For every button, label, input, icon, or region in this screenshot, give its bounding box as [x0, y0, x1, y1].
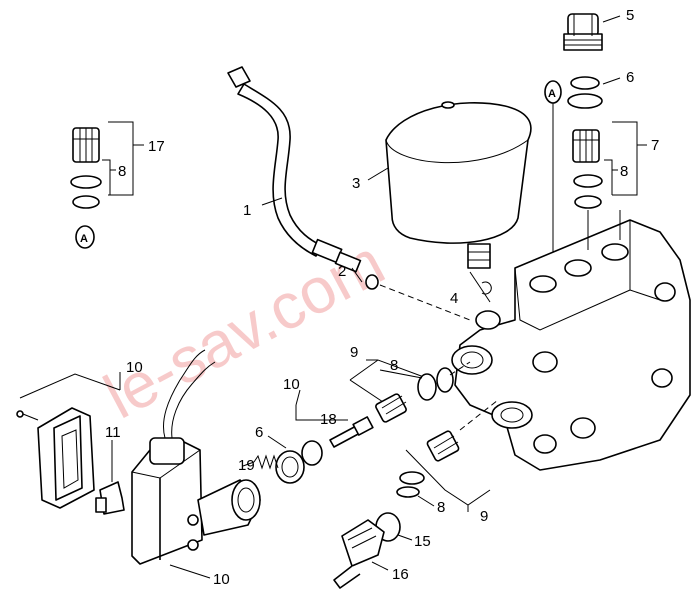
part-17-filter-cartridge — [72, 127, 100, 163]
part-19-spring — [253, 454, 279, 470]
marker-a-top: A — [544, 80, 562, 104]
label-11: 11 — [105, 424, 121, 441]
label-6-top: 6 — [626, 69, 634, 86]
part-8-rings-right — [573, 174, 603, 209]
part-6-seal-rings-top — [567, 76, 603, 109]
label-1: 1 — [243, 202, 251, 219]
svg-text:A: A — [548, 88, 556, 100]
label-8-right: 8 — [620, 163, 628, 180]
label-10-middle: 10 — [283, 376, 300, 393]
label-17: 17 — [148, 138, 165, 155]
label-3: 3 — [352, 175, 360, 192]
part-5-plug — [563, 13, 603, 51]
label-5: 5 — [626, 7, 634, 24]
part-7-filter-cartridge — [572, 129, 600, 163]
label-10-upper: 10 — [126, 359, 143, 376]
label-8-left: 8 — [118, 163, 126, 180]
label-19: 19 — [238, 457, 255, 474]
marker-a-left: A — [75, 225, 95, 249]
part-16-nipple-fitting — [333, 519, 385, 589]
pump-head-block — [451, 219, 691, 471]
label-10-lower: 10 — [213, 571, 230, 588]
part-6-seal-rings-middle — [275, 440, 323, 484]
label-18: 18 — [320, 411, 337, 428]
part-9-valve-lower — [426, 430, 460, 462]
part-2-o-ring — [365, 274, 379, 290]
part-18-piston — [329, 416, 374, 448]
label-9-upper: 9 — [350, 344, 358, 361]
part-11-terminal — [95, 481, 125, 515]
svg-text:A: A — [80, 233, 88, 245]
part-8-ring-middle — [417, 367, 454, 401]
label-8-lower: 8 — [437, 499, 445, 516]
label-9-lower: 9 — [480, 508, 488, 525]
part-8-rings-left — [70, 175, 102, 209]
part-8-ring-lower — [396, 471, 425, 498]
label-16: 16 — [392, 566, 409, 583]
part-10-switch-housing — [131, 349, 261, 565]
label-8-middle: 8 — [390, 357, 398, 374]
part-1-hose — [227, 66, 362, 273]
part-10-cover-plate — [16, 407, 95, 509]
label-7: 7 — [651, 137, 659, 154]
label-4: 4 — [450, 290, 458, 307]
part-9-valve-upper — [375, 393, 407, 423]
label-2: 2 — [338, 263, 346, 280]
part-3-accumulator — [385, 101, 532, 269]
label-6-middle: 6 — [255, 424, 263, 441]
label-15: 15 — [414, 533, 431, 550]
